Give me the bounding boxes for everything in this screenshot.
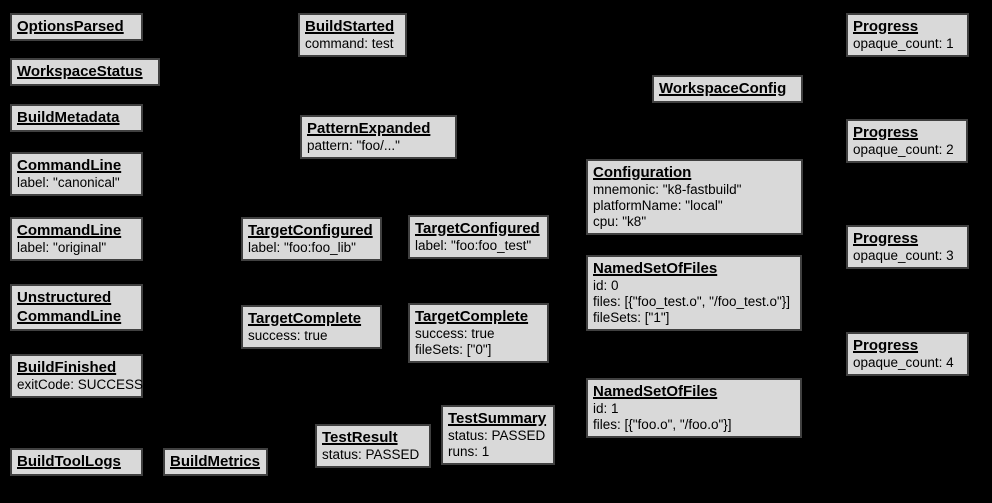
event-box-test-result: TestResult status: PASSED xyxy=(315,424,431,468)
event-box-command-line-canonical: CommandLine label: "canonical" xyxy=(10,152,143,196)
event-box-command-line-original: CommandLine label: "original" xyxy=(10,217,143,261)
box-field-line: fileSets: ["1"] xyxy=(593,310,670,325)
event-box-progress-3: Progress opaque_count: 3 xyxy=(846,225,969,269)
event-box-progress-4: Progress opaque_count: 4 xyxy=(846,332,969,376)
event-box-target-configured-foo-test: TargetConfigured label: "foo:foo_test" xyxy=(408,215,549,259)
event-box-named-set-of-files-1: NamedSetOfFiles id: 1 files: [{"foo.o", … xyxy=(586,378,802,438)
box-field-line: pattern: "foo/..." xyxy=(307,138,400,153)
box-title: NamedSetOfFiles xyxy=(593,383,718,400)
box-title: TargetConfigured xyxy=(248,222,373,239)
box-title: Progress xyxy=(853,124,919,141)
event-box-pattern-expanded: PatternExpanded pattern: "foo/..." xyxy=(300,115,457,159)
event-box-configuration: Configuration mnemonic: "k8-fastbuild" p… xyxy=(586,159,803,235)
box-title: WorkspaceStatus xyxy=(17,63,143,80)
box-field-line: runs: 1 xyxy=(448,444,490,459)
box-field-line: platformName: "local" xyxy=(593,198,723,213)
box-title: CommandLine xyxy=(17,222,122,239)
box-title: PatternExpanded xyxy=(307,120,431,137)
box-title: Progress xyxy=(853,230,919,247)
box-title: TargetComplete xyxy=(415,308,529,325)
event-box-build-tool-logs: BuildToolLogs xyxy=(10,448,143,476)
box-field-line: label: "foo:foo_lib" xyxy=(248,240,356,255)
box-title: TestResult xyxy=(322,429,398,446)
event-box-progress-2: Progress opaque_count: 2 xyxy=(846,119,968,163)
box-field-line: command: test xyxy=(305,36,394,51)
event-box-unstructured-command-line: Unstructured CommandLine xyxy=(10,284,143,331)
box-title: OptionsParsed xyxy=(17,18,124,35)
event-box-target-complete-foo-test: TargetComplete success: true fileSets: [… xyxy=(408,303,549,363)
event-box-test-summary: TestSummary status: PASSED runs: 1 xyxy=(441,405,555,465)
box-title: WorkspaceConfig xyxy=(659,80,787,97)
box-field-line: opaque_count: 1 xyxy=(853,36,954,51)
event-box-target-configured-foo-lib: TargetConfigured label: "foo:foo_lib" xyxy=(241,217,382,261)
box-field-line: fileSets: ["0"] xyxy=(415,342,492,357)
box-title: BuildFinished xyxy=(17,359,117,376)
event-box-build-finished: BuildFinished exitCode: SUCCESS xyxy=(10,354,143,398)
box-title: CommandLine xyxy=(17,157,122,174)
event-box-named-set-of-files-0: NamedSetOfFiles id: 0 files: [{"foo_test… xyxy=(586,255,802,331)
box-field-line: opaque_count: 3 xyxy=(853,248,954,263)
box-title: Unstructured xyxy=(17,289,112,306)
box-field-line: id: 0 xyxy=(593,278,619,293)
box-field-line: mnemonic: "k8-fastbuild" xyxy=(593,182,742,197)
box-field-line: opaque_count: 2 xyxy=(853,142,954,157)
event-box-progress-1: Progress opaque_count: 1 xyxy=(846,13,969,57)
box-field-line: opaque_count: 4 xyxy=(853,355,954,370)
event-box-target-complete-foo-lib: TargetComplete success: true xyxy=(241,305,382,349)
box-field-line: status: PASSED xyxy=(322,447,420,462)
box-field-line: files: [{"foo.o", "/foo.o"}] xyxy=(593,417,732,432)
box-field-line: id: 1 xyxy=(593,401,619,416)
box-title: Progress xyxy=(853,337,919,354)
box-field-line: cpu: "k8" xyxy=(593,214,647,229)
box-title-line2: CommandLine xyxy=(17,308,122,325)
box-field-line: label: "foo:foo_test" xyxy=(415,238,532,253)
box-title: BuildMetadata xyxy=(17,109,120,126)
event-box-workspace-config: WorkspaceConfig xyxy=(652,75,803,103)
event-box-build-started: BuildStarted command: test xyxy=(298,13,407,57)
box-field-line: files: [{"foo_test.o", "/foo_test.o"}] xyxy=(593,294,791,309)
box-title: BuildMetrics xyxy=(170,453,261,470)
box-field-line: success: true xyxy=(248,328,328,343)
box-title: NamedSetOfFiles xyxy=(593,260,718,277)
box-title: BuildToolLogs xyxy=(17,453,121,470)
event-box-build-metrics: BuildMetrics xyxy=(163,448,268,476)
box-title: TargetConfigured xyxy=(415,220,540,237)
box-field-line: label: "canonical" xyxy=(17,175,120,190)
event-box-workspace-status: WorkspaceStatus xyxy=(10,58,160,86)
box-title: TargetComplete xyxy=(248,310,362,327)
box-field-line: exitCode: SUCCESS xyxy=(17,377,144,392)
box-title: TestSummary xyxy=(448,410,547,427)
box-title: Configuration xyxy=(593,164,692,181)
box-field-line: label: "original" xyxy=(17,240,107,255)
event-box-build-metadata: BuildMetadata xyxy=(10,104,143,132)
box-title: BuildStarted xyxy=(305,18,395,35)
box-field-line: success: true xyxy=(415,326,495,341)
box-field-line: status: PASSED xyxy=(448,428,546,443)
box-title: Progress xyxy=(853,18,919,35)
event-box-options-parsed: OptionsParsed xyxy=(10,13,143,41)
